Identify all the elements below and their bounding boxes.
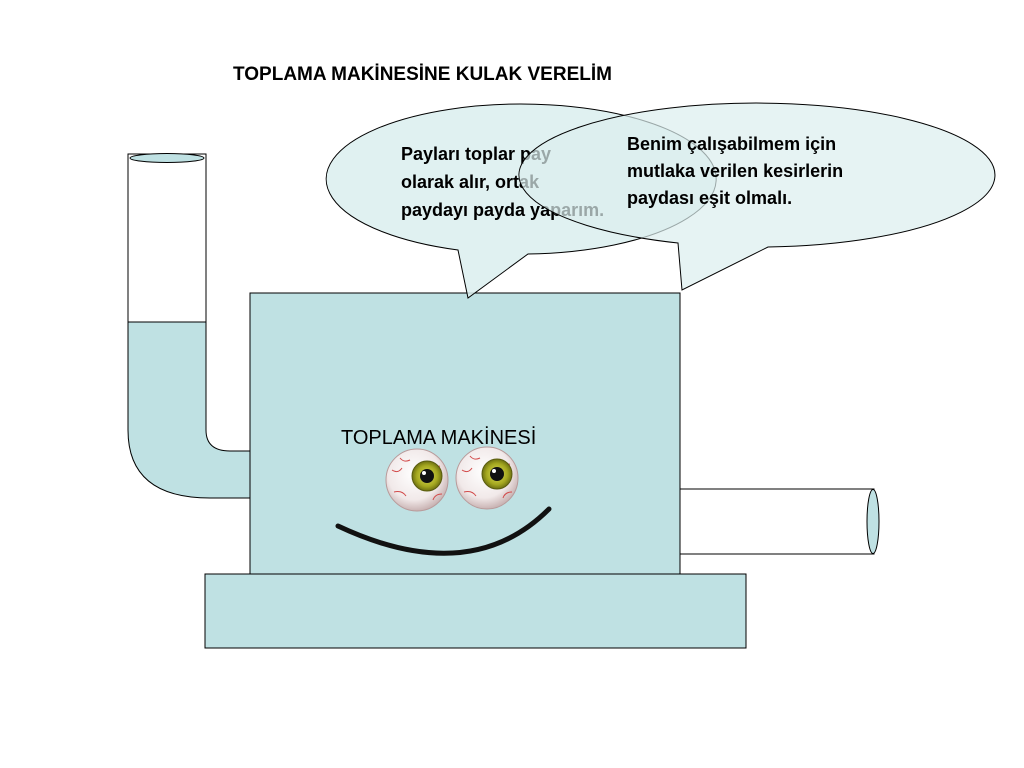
machine-base xyxy=(204,573,747,649)
outlet-pipe xyxy=(679,488,880,555)
smile-icon xyxy=(335,506,552,556)
bubble-left-line: Payları toplar pay xyxy=(401,144,551,164)
slide-title: TOPLAMA MAKİNESİNE KULAK VERELİM xyxy=(233,64,612,85)
funnel-tube xyxy=(127,153,251,499)
speech-bubble-right xyxy=(518,102,996,291)
machine-label: TOPLAMA MAKİNESİ xyxy=(341,426,536,449)
bubble-right-line: paydası eşit olmalı. xyxy=(627,188,792,208)
bubble-left-line: olarak alır, ortak xyxy=(401,172,540,192)
machine-body xyxy=(249,292,681,576)
bubble-right-line: mutlaka verilen kesirlerin xyxy=(627,161,843,181)
right-eye-icon xyxy=(455,446,519,510)
left-eye-icon xyxy=(385,448,449,512)
speech-bubble-right-text: Benim çalışabilmem için mutlaka verilen … xyxy=(627,134,848,208)
bubble-right-line: Benim çalışabilmem için xyxy=(627,134,836,154)
